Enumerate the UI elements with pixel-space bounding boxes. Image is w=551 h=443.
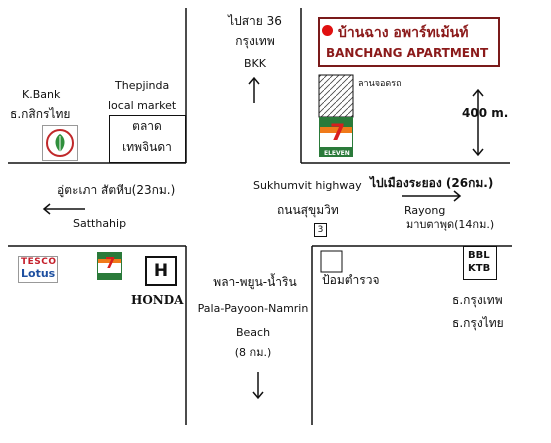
market-name-th1: ตลาด — [132, 119, 162, 133]
south-label-line1: พลา-พยูน-น้ำริน — [213, 275, 297, 289]
highway-name-th: ถนนสุขุมวิท — [277, 203, 339, 217]
parking-label: ลานจอดรถ — [358, 79, 402, 89]
market-box — [109, 115, 186, 163]
east-label-th: ไปเมืองระยอง (26กม.) — [370, 176, 494, 190]
west-label-th: อู่ตะเภา สัตหีบ(23กม.) — [57, 183, 176, 197]
highway-number-shield: 3 — [314, 223, 327, 237]
police-box-outline — [320, 250, 343, 273]
market-name-en: Thepjinda — [115, 79, 170, 92]
kbank-name-th: ธ.กสิกรไทย — [10, 107, 71, 121]
north-label-line1: ไปสาย 36 — [228, 14, 282, 28]
honda-logo: H — [145, 256, 177, 286]
north-label-line3: BKK — [244, 57, 266, 70]
market-name-en2: local market — [108, 99, 177, 112]
apartment-name-english: BANCHANG APARTMENT — [326, 46, 489, 60]
apartment-signboard — [318, 17, 500, 67]
seven-eleven-logo-top: 7 ELEVEN — [319, 117, 353, 157]
east-label-en: Rayong — [404, 204, 446, 217]
south-label-line4: (8 กม.) — [234, 346, 272, 359]
highway-name-en: Sukhumvit highway — [253, 179, 362, 192]
parking-lot-hatch — [318, 74, 354, 118]
bbl-label: BBL — [468, 250, 490, 261]
police-box-label: ป้อมตำรวจ — [322, 273, 380, 287]
apartment-location-dot — [322, 25, 333, 36]
bbl-ktb-box: BBL KTB — [463, 246, 497, 280]
apartment-name-thai: บ้านฉาง อพาร์ทเม้นท์ — [338, 25, 469, 41]
seven-eleven-logo-bottom: 7 — [97, 252, 122, 280]
south-label-line3: Beach — [235, 326, 271, 339]
south-label-line2: Pala-Payoon-Namrin — [197, 302, 309, 315]
honda-label: HONDA — [131, 293, 184, 307]
kbank-name-en: K.Bank — [22, 88, 61, 101]
market-name-th2: เทพจินดา — [122, 140, 172, 154]
tesco-lotus-logo: TESCO Lotus — [18, 256, 58, 283]
bangkok-bank-label: ธ.กรุงเทพ — [452, 293, 503, 307]
kbank-logo-icon — [42, 125, 78, 161]
distance-label: 400 m. — [462, 106, 509, 120]
arrows — [42, 76, 484, 400]
west-label-en: Satthahip — [73, 217, 127, 230]
krungthai-bank-label: ธ.กรุงไทย — [452, 316, 504, 330]
north-label-line2: กรุงเทพ — [235, 34, 275, 48]
ktb-label: KTB — [468, 263, 491, 274]
east-label-th2: มาบตาพุด(14กม.) — [406, 218, 495, 231]
